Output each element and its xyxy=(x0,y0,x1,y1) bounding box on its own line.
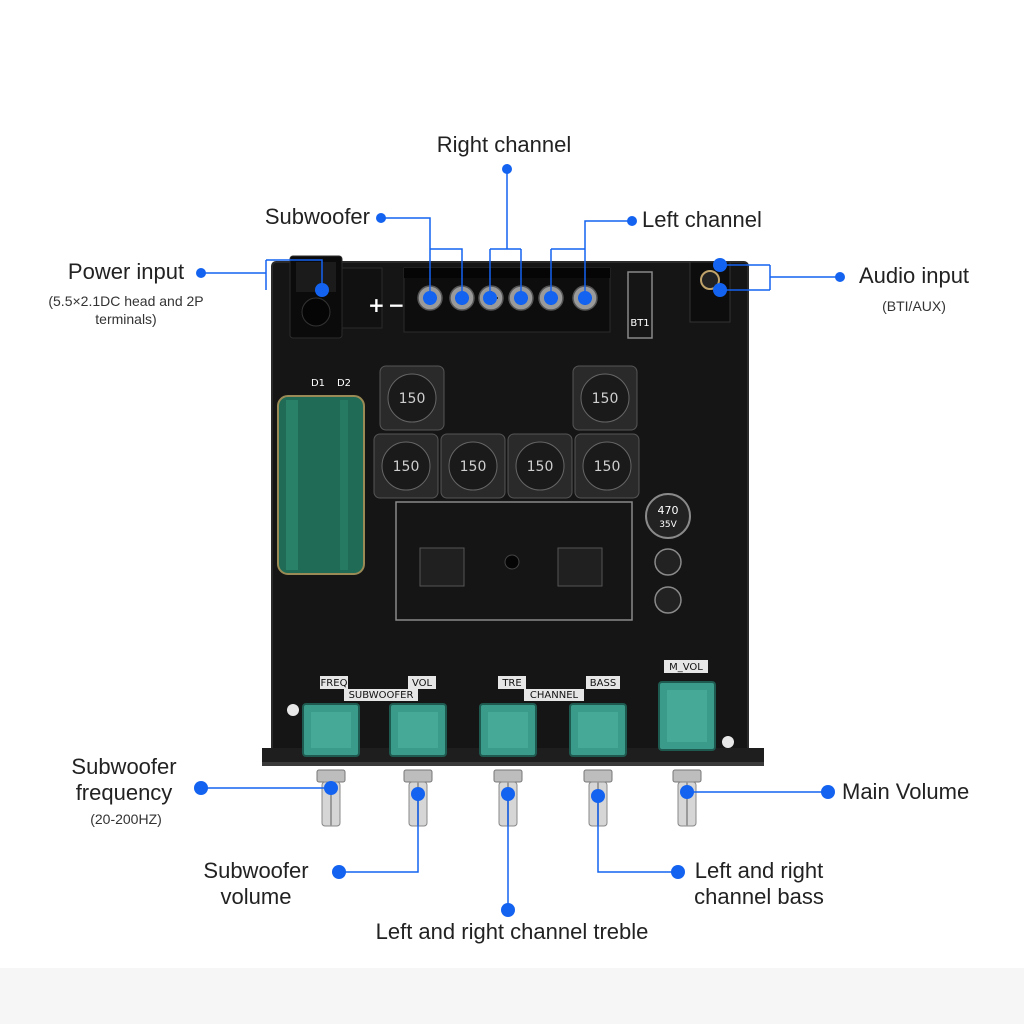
leader-dot xyxy=(713,258,727,272)
pot-face xyxy=(667,690,707,742)
inductor-core xyxy=(448,441,498,491)
label-lr-bass: Left and right channel bass xyxy=(694,858,824,909)
leader-dot xyxy=(315,283,329,297)
silk-vol: VOL xyxy=(412,678,433,689)
silk-plus: + xyxy=(368,293,385,317)
silk-bt1: BT1 xyxy=(630,318,649,329)
silk-mvol: M_VOL xyxy=(669,662,703,673)
label-subwoofer: Subwoofer xyxy=(264,204,370,229)
label-left-channel: Left channel xyxy=(642,207,762,232)
silk-minus: − xyxy=(388,293,405,317)
inductor-core xyxy=(580,373,630,423)
pot-nut xyxy=(583,769,613,783)
leader-line xyxy=(430,248,463,298)
inductor-label: 150 xyxy=(594,459,621,475)
leader-line xyxy=(266,259,323,290)
leader-line xyxy=(584,220,632,298)
dc-power-jack xyxy=(289,255,383,339)
pot-nut xyxy=(672,769,702,783)
terminal-block xyxy=(403,267,611,333)
label-sub-frequency-note: (20-200HZ) xyxy=(90,811,162,827)
cap-voltage: 35V xyxy=(659,520,677,530)
label-audio-input-note: (BTI/AUX) xyxy=(882,298,946,314)
small-capacitors xyxy=(645,493,691,614)
label-sub-frequency: Subwoofer frequency xyxy=(71,754,177,805)
label-lr-treble: Left and right channel treble xyxy=(375,919,649,944)
leader-lines xyxy=(194,164,845,917)
pot-face xyxy=(398,712,438,748)
label-main-volume: Main Volume xyxy=(842,779,970,804)
leader-dot xyxy=(501,787,515,801)
silk-bass: BASS xyxy=(590,678,616,689)
leader-dot xyxy=(514,291,528,305)
inductor-core xyxy=(381,441,431,491)
inductor-label: 150 xyxy=(592,391,619,407)
leader-dot xyxy=(411,787,425,801)
inductor-label: 150 xyxy=(527,459,554,475)
pot-nut xyxy=(493,769,523,783)
silk-subwoofer: SUBWOOFER xyxy=(349,690,414,701)
inductor-core xyxy=(515,441,565,491)
pot-face xyxy=(311,712,351,748)
label-sub-volume: Subwoofer volume xyxy=(203,858,309,909)
silk-d2: D2 xyxy=(337,378,351,389)
potentiometer-group xyxy=(302,681,716,827)
silk-freq: FREQ xyxy=(321,678,348,689)
amp-chip-area xyxy=(395,501,633,621)
leader-dot xyxy=(502,164,512,174)
silk-channel: CHANNEL xyxy=(530,690,579,701)
label-right-channel: Right channel xyxy=(436,132,572,157)
leader-dot xyxy=(578,291,592,305)
silk-tre: TRE xyxy=(501,678,521,689)
leader-dot xyxy=(591,789,605,803)
inductor-core xyxy=(582,441,632,491)
leader-dot xyxy=(423,291,437,305)
label-audio-input: Audio input xyxy=(858,263,970,288)
inductor-group: 150 150 150 150 150 150 xyxy=(373,365,640,499)
pot-nut xyxy=(403,769,433,783)
inductor-label: 150 xyxy=(460,459,487,475)
main-capacitor xyxy=(277,395,365,575)
pot-nut xyxy=(316,769,346,783)
leader-dot xyxy=(680,785,694,799)
pot-face xyxy=(578,712,618,748)
inductor-label: 150 xyxy=(393,459,420,475)
leader-dot xyxy=(713,283,727,297)
leader-line xyxy=(381,217,431,298)
label-power-input: Power input xyxy=(67,259,185,284)
leader-dot xyxy=(324,781,338,795)
pot-face xyxy=(488,712,528,748)
leader-line xyxy=(339,794,419,873)
leader-dot xyxy=(455,291,469,305)
inductor-label: 150 xyxy=(399,391,426,407)
cap-label: 470 xyxy=(658,504,679,517)
leader-dot xyxy=(544,291,558,305)
leader-dot xyxy=(483,291,497,305)
inductor-core xyxy=(387,373,437,423)
silk-d1: D1 xyxy=(311,378,325,389)
label-power-input-note: (5.5×2.1DC head and 2P terminals) xyxy=(48,293,204,327)
leader-line xyxy=(597,796,678,873)
